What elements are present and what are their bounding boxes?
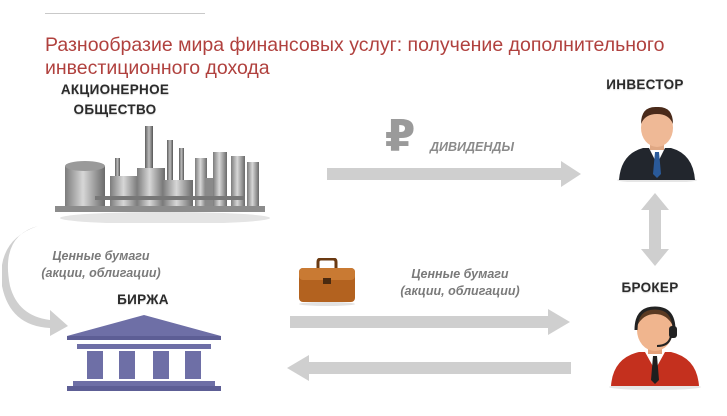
investor-broker-arrow-icon xyxy=(641,193,669,266)
securities-left-line1: Ценные бумаги xyxy=(52,249,150,263)
securities-mid-line1: Ценные бумаги xyxy=(411,267,509,281)
exchange-building-icon xyxy=(67,315,221,391)
exchange-broker-arrow-icon xyxy=(290,309,570,335)
factory-icon xyxy=(55,126,270,223)
securities-mid-line2: (акции, облигации) xyxy=(400,284,520,298)
dividends-label: ДИВИДЕНДЫ xyxy=(430,140,514,154)
securities-mid-label: Ценные бумаги (акции, облигации) xyxy=(375,266,545,300)
dividends-arrow-icon xyxy=(327,161,581,187)
broker-avatar-icon xyxy=(609,306,701,390)
investor-label: ИНВЕСТОР xyxy=(606,77,684,92)
exchange-label: БИРЖА xyxy=(117,292,169,307)
investor-avatar-icon xyxy=(617,106,697,182)
company-exchange-arrow-icon xyxy=(2,226,68,336)
ruble-icon: ₽ xyxy=(384,112,416,161)
securities-left-line2: (акции, облигации) xyxy=(41,266,161,280)
broker-label: БРОКЕР xyxy=(621,280,679,295)
company-label: АКЦИОНЕРНОЕ ОБЩЕСТВО xyxy=(30,80,200,120)
top-divider xyxy=(45,13,205,14)
securities-left-label: Ценные бумаги (акции, облигации) xyxy=(16,248,186,282)
slide-title: Разнообразие мира финансовых услуг: полу… xyxy=(45,34,665,79)
broker-exchange-arrow-icon xyxy=(287,355,571,381)
company-label-text: АКЦИОНЕРНОЕ ОБЩЕСТВО xyxy=(60,82,170,117)
briefcase-icon xyxy=(299,258,355,306)
